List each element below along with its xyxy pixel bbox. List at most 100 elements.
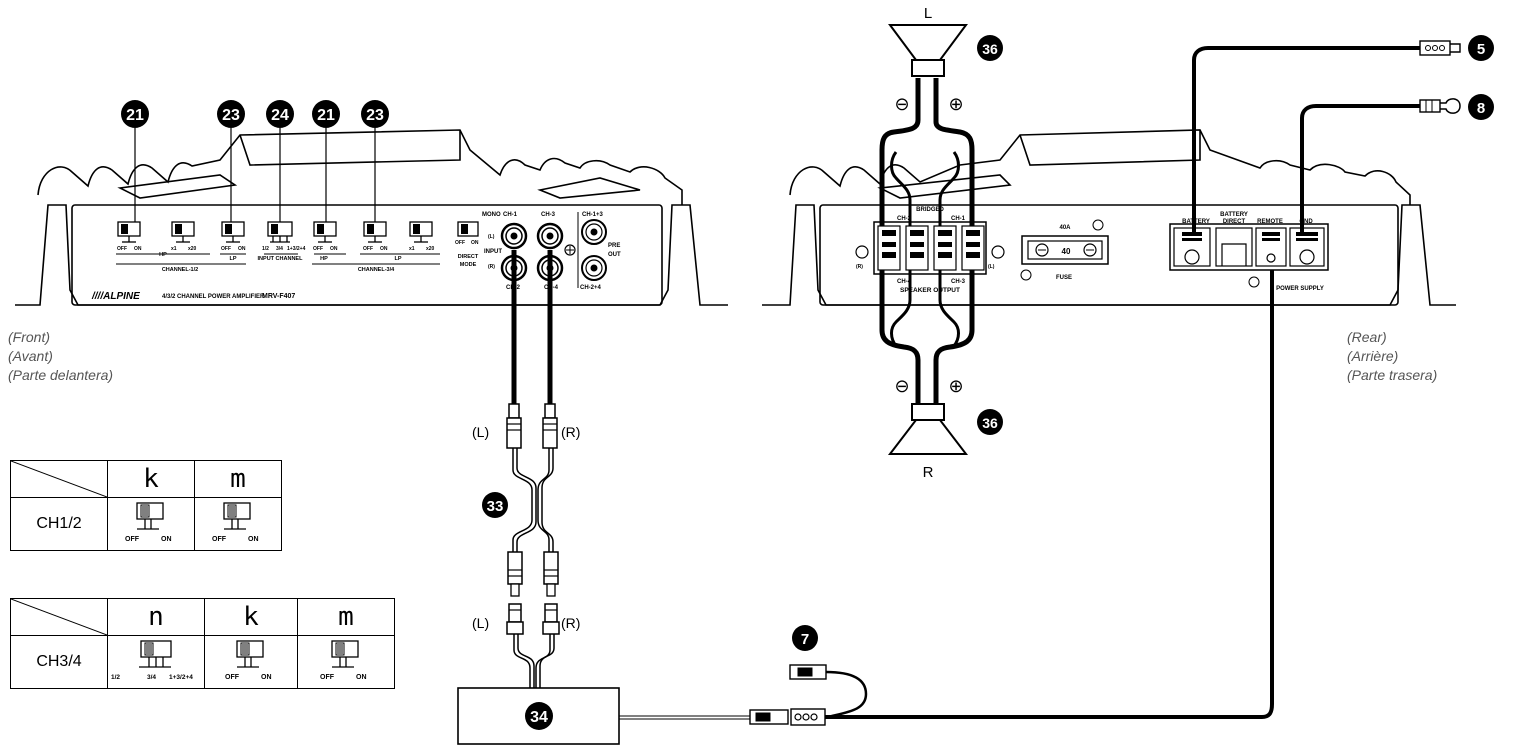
hp-switch-ch34: OFF ON [313, 221, 338, 252]
switch-label: OFF [313, 246, 323, 252]
svg-text:3/4: 3/4 [147, 674, 156, 681]
rear-ch1-label: CH-1 [951, 216, 966, 222]
rear-caption-en: (Rear) [1347, 329, 1387, 345]
speaker-r-plus: ⊕ [948, 376, 963, 396]
rear-ch4-label: CH-4 [897, 279, 912, 285]
hp-label-ch34: HP [320, 256, 328, 262]
table-corner [10, 460, 108, 498]
speaker-l-minus: ⊖ [894, 94, 909, 114]
front-caption-es: (Parte delantera) [8, 367, 114, 383]
input-l-label: (L) [488, 234, 495, 240]
bridged-label: BRIDGED [916, 207, 944, 213]
model-number: MRV-F407 [262, 293, 295, 300]
slide-switch-icon: OFF ON [225, 639, 272, 681]
callout-7: 7 [792, 625, 818, 651]
table-row-header: CH1/2 [10, 497, 108, 551]
svg-text:36: 36 [982, 41, 998, 57]
input-channel-label: INPUT CHANNEL [258, 256, 304, 262]
svg-text:21: 21 [126, 107, 144, 124]
battery-wire [1192, 40, 1461, 232]
switch-label: ON [330, 246, 338, 252]
callout-24: 24 [266, 100, 294, 128]
svg-text:OFF: OFF [125, 536, 140, 543]
table-header: k [107, 460, 195, 498]
front-switches: OFF ON x1 x20 OFF ON 1/2 3/4 [117, 221, 479, 252]
lp-switch-ch34: OFF ON [363, 221, 388, 252]
mono-label: MONO [482, 212, 501, 218]
callout-23-a: 23 [217, 100, 245, 128]
front-amplifier [15, 129, 728, 306]
channel34-label: CHANNEL-3/4 [358, 267, 395, 273]
switch-label: 3/4 [276, 246, 283, 252]
rear-r-label: (R) [856, 264, 863, 270]
rca-l-bottom-label: (L) [472, 615, 489, 631]
rear-amplifier [762, 129, 1456, 306]
rca-cable-33 [506, 250, 560, 688]
input-label: INPUT [484, 249, 502, 255]
speaker-right [887, 403, 969, 455]
front-rca-jacks [500, 212, 607, 288]
power-supply-label: POWER SUPPLY [1276, 286, 1324, 292]
switch-cell: OFF ON [107, 497, 195, 551]
pre-label: PRE [608, 243, 620, 249]
switch-table-ch34: n k m CH3/4 1/2 3/4 1+3/2+4 [10, 598, 395, 689]
table-header: m [297, 598, 395, 636]
svg-text:23: 23 [222, 107, 240, 124]
speaker-l-plus: ⊕ [948, 94, 963, 114]
svg-text:OFF: OFF [320, 674, 335, 681]
speaker-r-label: R [923, 464, 934, 481]
switch-label: x20 [426, 246, 435, 252]
lp-label-ch12: LP [229, 256, 236, 262]
ground-wire [1300, 98, 1461, 232]
battery-direct-label-1: BATTERY [1220, 212, 1248, 218]
remote-label: REMOTE [1257, 219, 1283, 225]
switch-table-ch12: k m CH1/2 OFF ON OFF ON [10, 460, 282, 551]
svg-text:ON: ON [248, 536, 259, 543]
svg-text:21: 21 [317, 107, 335, 124]
front-caption-fr: (Avant) [8, 348, 53, 364]
rear-ch2-label: CH-2 [897, 216, 912, 222]
out-label: OUT [608, 252, 621, 258]
svg-text:36: 36 [982, 415, 998, 431]
callout-8: 8 [1468, 94, 1494, 120]
direct-label: DIRECT [458, 254, 479, 260]
lp-gain-switch-ch34: x1 x20 [409, 221, 435, 252]
svg-text:23: 23 [366, 107, 384, 124]
callout-33: 33 [482, 492, 508, 518]
svg-text:ON: ON [161, 536, 172, 543]
switch-label: ON [134, 246, 142, 252]
table-header: k [204, 598, 298, 636]
lp-label-ch34: LP [394, 256, 401, 262]
front-callout-leaders [134, 128, 376, 222]
remote-wire [619, 258, 1274, 726]
power-terminals [1169, 223, 1329, 288]
switch-cell: OFF ON [297, 635, 395, 689]
ch13-label: CH-1+3 [582, 212, 604, 218]
rear-caption-fr: (Arrière) [1347, 348, 1399, 364]
table-header: n [107, 598, 205, 636]
svg-text:33: 33 [487, 498, 504, 515]
table-header: m [194, 460, 282, 498]
fuse-value: 40 [1062, 247, 1071, 256]
fuse-rating: 40A [1059, 225, 1071, 231]
speaker-r-minus: ⊖ [894, 376, 909, 396]
ch24-label: CH-2+4 [580, 285, 602, 291]
svg-text:ON: ON [356, 674, 367, 681]
hp-label-ch12: HP [159, 252, 167, 258]
callout-5: 5 [1468, 35, 1494, 61]
rca-r-top-label: (R) [561, 424, 580, 440]
switch-label: ON [380, 246, 388, 252]
rear-ch3-label: CH-3 [951, 279, 966, 285]
lp-switch-ch12: OFF ON [221, 221, 246, 252]
switch-label: 1/2 [262, 246, 269, 252]
switch-label: OFF [221, 246, 231, 252]
switch-label: ON [471, 240, 479, 246]
rear-l-label: (L) [988, 264, 995, 270]
callout-23-b: 23 [361, 100, 389, 128]
three-position-switch-icon: 1/2 3/4 1+3/2+4 [111, 639, 193, 681]
callout-34: 34 [525, 702, 553, 730]
callout-21-b: 21 [312, 100, 340, 128]
switch-cell: OFF ON [204, 635, 298, 689]
callout-36-a: 36 [977, 35, 1003, 61]
